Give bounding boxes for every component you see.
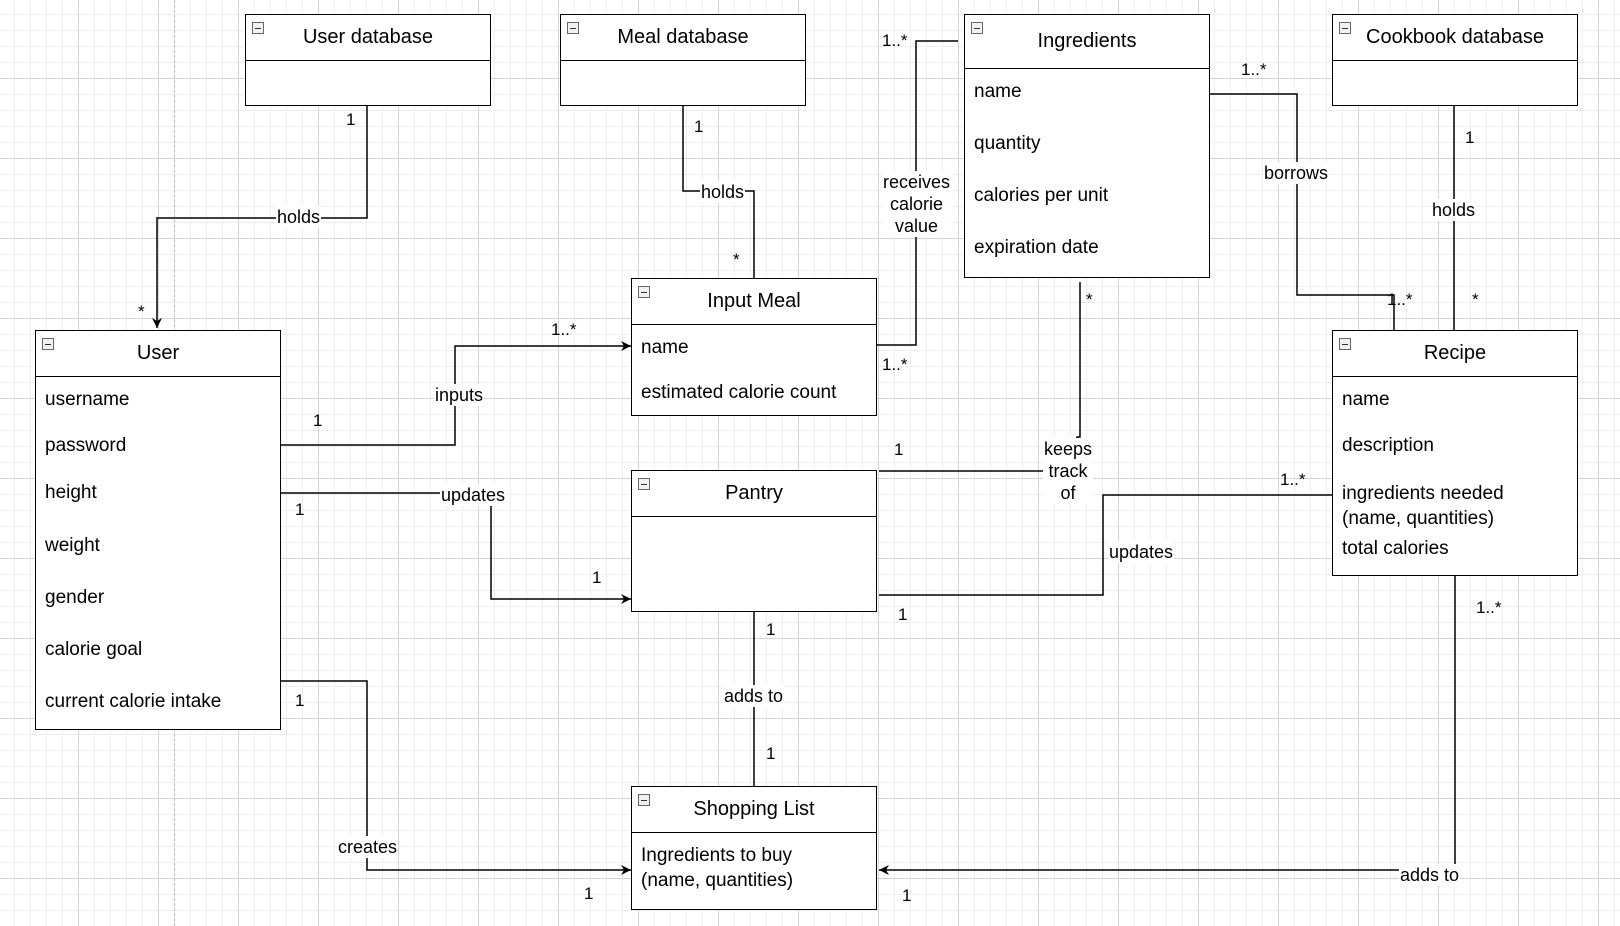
multiplicity: 1 <box>584 884 594 903</box>
attribute: current calorie intake <box>45 691 222 712</box>
attribute: weight <box>45 535 100 556</box>
attribute: height <box>45 482 97 503</box>
association-label: inputs <box>434 384 485 406</box>
class-header: Cookbook database <box>1333 15 1577 61</box>
attribute: ingredients needed (name, quantities) <box>1342 483 1504 529</box>
association-label: holds <box>276 206 322 228</box>
edge-user-shopping <box>281 680 631 875</box>
class-pantry[interactable]: Pantry <box>631 470 877 612</box>
class-meal-database[interactable]: Meal database <box>560 14 806 106</box>
attribute: total calories <box>1342 538 1449 559</box>
attribute: estimated calorie count <box>641 382 837 403</box>
multiplicity: 1 <box>902 886 912 905</box>
collapse-icon[interactable] <box>42 338 54 350</box>
edge-recipe-shopping <box>879 576 1456 875</box>
association-label: holds <box>1431 199 1477 221</box>
multiplicity: * <box>1472 290 1479 309</box>
multiplicity: 1..* <box>1241 60 1267 79</box>
class-header: Meal database <box>561 15 805 61</box>
class-title: Recipe <box>1423 342 1487 364</box>
attribute: Ingredients to buy (name, quantities) <box>641 845 794 891</box>
class-user[interactable]: User username password height weight gen… <box>35 330 281 730</box>
multiplicity: 1 <box>313 411 323 430</box>
class-header: User database <box>246 15 490 61</box>
class-title: Cookbook database <box>1366 26 1544 48</box>
multiplicity: * <box>138 302 145 321</box>
class-header: User <box>36 331 280 377</box>
multiplicity: 1..* <box>1387 290 1413 309</box>
multiplicity: 1..* <box>1280 470 1306 489</box>
collapse-icon[interactable] <box>638 478 650 490</box>
multiplicity: 1 <box>766 744 776 763</box>
edge-ingredients-recipe <box>1210 93 1395 330</box>
association-label: holds <box>700 181 746 203</box>
edge-user-pantry <box>281 492 631 604</box>
class-input-meal[interactable]: Input Meal name estimated calorie count <box>631 278 877 416</box>
collapse-icon[interactable] <box>1339 22 1351 34</box>
edge-pantry-ingredients <box>879 282 1081 472</box>
class-title: Pantry <box>725 482 783 504</box>
association-label: adds to <box>723 685 785 707</box>
attribute: username <box>45 389 130 410</box>
association-label: keeps track of <box>1043 438 1094 504</box>
class-header: Input Meal <box>632 279 876 325</box>
attribute: password <box>45 435 127 456</box>
class-header: Shopping List <box>632 787 876 833</box>
multiplicity: 1 <box>295 691 305 710</box>
collapse-icon[interactable] <box>567 22 579 34</box>
association-label: updates <box>440 484 507 506</box>
collapse-icon[interactable] <box>971 22 983 34</box>
class-ingredients[interactable]: Ingredients name quantity calories per u… <box>964 14 1210 278</box>
collapse-icon[interactable] <box>638 794 650 806</box>
attribute: name <box>1342 389 1390 410</box>
class-title: Input Meal <box>707 290 801 312</box>
class-title: User database <box>302 26 434 48</box>
multiplicity: 1 <box>898 605 908 624</box>
class-title: Shopping List <box>693 798 815 820</box>
collapse-icon[interactable] <box>638 286 650 298</box>
multiplicity: * <box>1086 290 1093 309</box>
multiplicity: 1..* <box>551 320 577 339</box>
attribute: calorie goal <box>45 639 143 660</box>
association-label: updates <box>1108 541 1175 563</box>
multiplicity: 1 <box>346 110 356 129</box>
multiplicity: 1..* <box>882 31 908 50</box>
multiplicity: 1 <box>1465 128 1475 147</box>
attribute: name <box>641 337 689 358</box>
association-label: creates <box>337 836 399 858</box>
attribute: quantity <box>974 133 1041 154</box>
class-header: Ingredients <box>965 15 1209 69</box>
association-label: adds to <box>1399 864 1461 886</box>
attribute: calories per unit <box>974 185 1109 206</box>
collapse-icon[interactable] <box>1339 338 1351 350</box>
class-header: Recipe <box>1333 331 1577 377</box>
class-title: Ingredients <box>1037 30 1137 52</box>
class-shopping-list[interactable]: Shopping List Ingredients to buy (name, … <box>631 786 877 910</box>
attribute: name <box>974 81 1022 102</box>
attribute: description <box>1342 435 1434 456</box>
class-user-database[interactable]: User database <box>245 14 491 106</box>
class-header: Pantry <box>632 471 876 517</box>
attribute: expiration date <box>974 237 1099 258</box>
edge-recipe-pantry <box>879 494 1332 596</box>
multiplicity: 1..* <box>882 355 908 374</box>
attribute: gender <box>45 587 105 608</box>
association-label: receives calorie value <box>882 171 952 237</box>
multiplicity: 1 <box>694 117 704 136</box>
multiplicity: 1 <box>295 500 305 519</box>
multiplicity: 1 <box>592 568 602 587</box>
multiplicity: 1 <box>766 620 776 639</box>
association-label: borrows <box>1263 162 1330 184</box>
collapse-icon[interactable] <box>252 22 264 34</box>
multiplicity: * <box>733 250 740 269</box>
class-cookbook-database[interactable]: Cookbook database <box>1332 14 1578 106</box>
class-title: Meal database <box>617 26 749 48</box>
class-recipe[interactable]: Recipe name description ingredients need… <box>1332 330 1578 576</box>
multiplicity: 1 <box>894 440 904 459</box>
class-title: User <box>136 342 180 364</box>
edge-userdb-user <box>152 106 368 328</box>
multiplicity: 1..* <box>1476 598 1502 617</box>
